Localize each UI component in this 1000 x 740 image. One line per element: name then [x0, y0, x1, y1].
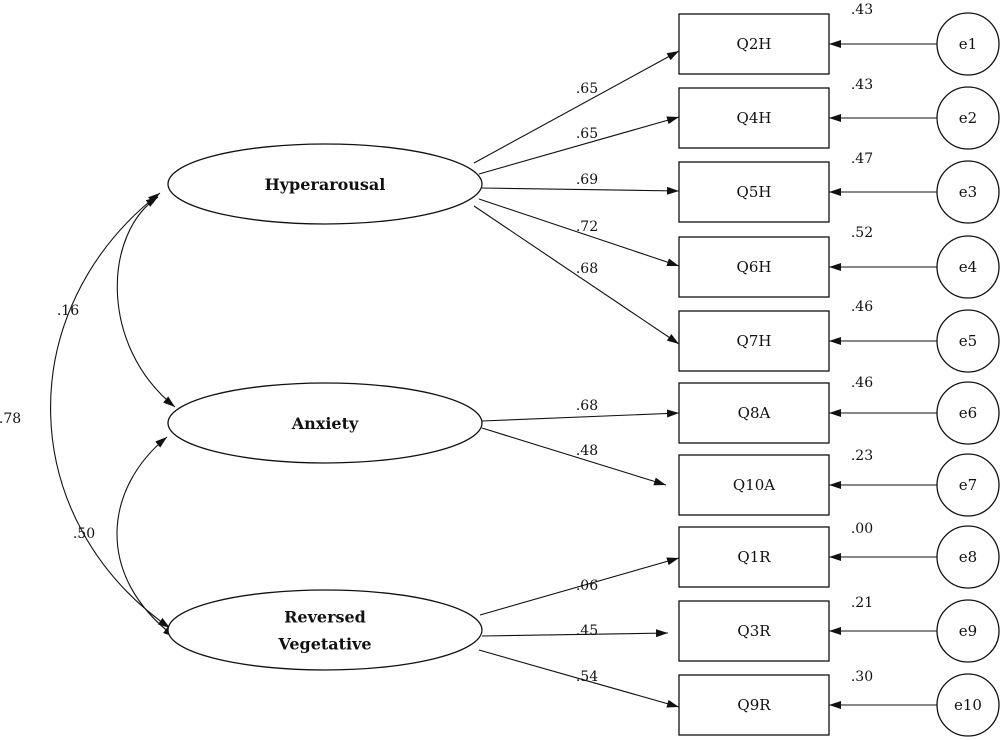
error-term-label: e6	[959, 404, 977, 422]
r-squared-label: .43	[851, 77, 873, 93]
loading-arrow-Q5H	[481, 186, 680, 195]
loading-label: .54	[576, 669, 598, 685]
error-term-e8	[936, 525, 1000, 589]
loading-label: .65	[576, 126, 598, 142]
observed-item-label: Q6H	[737, 258, 772, 276]
loading-label: .48	[576, 443, 598, 459]
observed-item-Q3R	[678, 600, 830, 662]
coefficient-labels: .16 .50 .78 .65 .43 .65 .43 .69 .47 .72 .52 .68 .46.…	[0, 2, 873, 685]
error-term-label: e5	[959, 332, 977, 350]
r-squared-label: .52	[851, 225, 873, 241]
observed-item-Q10A	[678, 454, 830, 516]
observed-item-Q7H	[678, 310, 830, 372]
loading-label: .45	[576, 623, 598, 639]
r-squared-label: .47	[851, 151, 873, 167]
correlation-curve-hyperarousal-reversed_vegetative	[50, 192, 171, 629]
latent-factor-hyperarousal	[167, 143, 483, 225]
r-squared-label: .43	[851, 2, 873, 18]
observed-item-label: Q4H	[737, 109, 772, 127]
loading-arrow-Q1R	[479, 557, 680, 616]
error-term-e9	[936, 599, 1000, 663]
correlation-curve-hyperarousal-anxiety	[116, 196, 176, 408]
correlation-curve-anxiety-reversed_vegetative	[116, 436, 176, 638]
loading-label: .65	[576, 81, 598, 97]
r-squared-label: .00	[851, 521, 873, 537]
observed-item-label: Q5H	[737, 183, 772, 201]
r-squared-label: .21	[851, 595, 873, 611]
loading-arrow-Q2H	[473, 50, 680, 164]
error-term-label: e1	[959, 35, 977, 53]
observed-item-Q2H	[678, 13, 830, 75]
observed-item-label: Q8A	[738, 404, 771, 422]
correlation-label: .78	[0, 411, 21, 427]
loading-label: .72	[576, 219, 598, 235]
error-term-e7	[936, 453, 1000, 517]
loading-arrow-Q10A	[481, 427, 667, 486]
loading-label: .68	[576, 261, 598, 277]
observed-item-Q4H	[678, 87, 830, 149]
r-squared-label: .46	[851, 299, 873, 315]
factor-correlations	[50, 192, 176, 638]
error-term-e4	[936, 235, 1000, 299]
error-term-label: e3	[959, 183, 977, 201]
loading-arrow-Q7H	[473, 205, 680, 345]
error-term-label: e4	[959, 258, 977, 276]
observed-item-Q1R	[678, 526, 830, 588]
observed-item-label: Q7H	[737, 332, 772, 350]
loading-arrows	[473, 40, 937, 709]
observed-item-Q8A	[678, 382, 830, 444]
error-term-e2	[936, 86, 1000, 150]
correlation-label: .50	[73, 526, 95, 542]
observed-item-Q5H	[678, 161, 830, 223]
latent-factor-anxiety	[167, 382, 483, 464]
r-squared-label: .30	[851, 669, 873, 685]
loading-label: .68	[576, 398, 598, 414]
latent-factor-label: Reversed	[284, 608, 366, 627]
latent-factor-label: Hyperarousal	[265, 175, 386, 194]
error-term-label: e2	[959, 109, 977, 127]
latent-factor-label: Anxiety	[291, 414, 359, 433]
error-term-e5	[936, 309, 1000, 373]
observed-item-label: Q1R	[737, 548, 771, 566]
observed-item-Q6H	[678, 236, 830, 298]
observed-item-label: Q9R	[737, 696, 771, 714]
latent-factor-reversed_vegetative	[167, 589, 483, 671]
loading-arrow-Q6H	[478, 198, 680, 267]
error-term-e1	[936, 12, 1000, 76]
loading-arrow-Q9R	[478, 649, 680, 708]
observed-item-label: Q10A	[733, 476, 775, 494]
observed-item-Q9R	[678, 674, 830, 736]
error-term-label: e7	[959, 476, 977, 494]
observed-item-label: Q3R	[737, 622, 771, 640]
r-squared-label: .46	[851, 375, 873, 391]
error-term-e6	[936, 381, 1000, 445]
loading-arrow-Q8A	[481, 409, 680, 422]
error-term-label: e9	[959, 622, 977, 640]
loading-arrow-Q3R	[481, 629, 669, 638]
correlation-label: .16	[57, 303, 79, 319]
r-squared-label: .23	[851, 448, 873, 464]
loading-arrow-Q4H	[478, 116, 680, 175]
error-term-label: e8	[959, 548, 977, 566]
error-term-e3	[936, 160, 1000, 224]
loading-label: .69	[576, 172, 598, 188]
error-term-e10	[936, 673, 1000, 737]
latent-factor-label: Vegetative	[277, 635, 371, 654]
error-term-label: e10	[954, 696, 982, 714]
observed-item-label: Q2H	[737, 35, 772, 53]
loading-label: .06	[576, 578, 598, 594]
